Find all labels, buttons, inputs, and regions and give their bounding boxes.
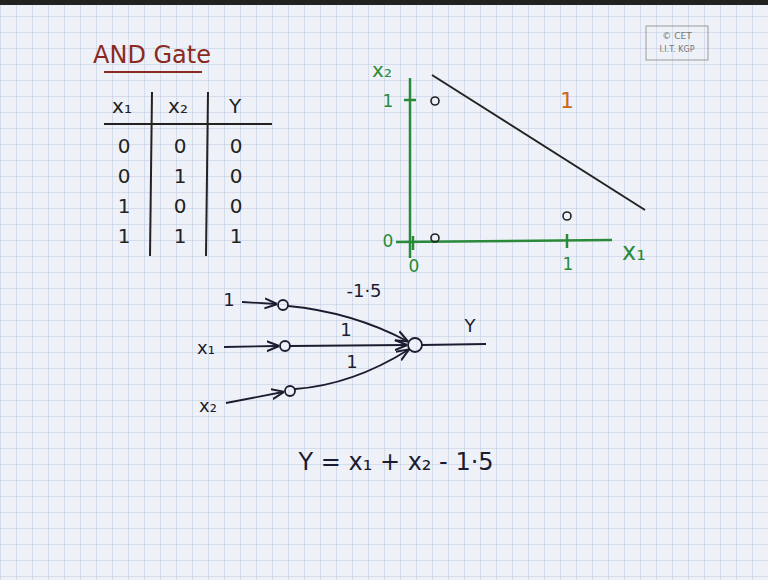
table-cell: 0 — [174, 195, 187, 217]
tick-label: 1 — [563, 255, 574, 274]
tick-label: 1 — [383, 92, 394, 111]
watermark: © CET — [662, 32, 691, 42]
watermark-box — [646, 26, 708, 60]
tick-label: 0 — [409, 257, 420, 276]
table-cell: 0 — [230, 135, 243, 157]
table-cell: 1 — [174, 165, 187, 187]
title-underline — [104, 71, 202, 73]
table-lines — [104, 92, 272, 256]
weight-label: 1 — [340, 320, 351, 340]
input-label: x₁ — [197, 338, 215, 358]
axis-label: x₁ — [622, 239, 646, 265]
input-label: x₂ — [199, 396, 217, 416]
point-label: 1 — [560, 89, 574, 113]
page-title: AND Gate — [93, 42, 211, 68]
table-header: Y — [229, 95, 241, 117]
weight-label: 1 — [346, 352, 357, 372]
table-cell: 1 — [174, 225, 187, 247]
tick-label: 0 — [383, 232, 394, 251]
perceptron-network — [224, 300, 486, 403]
table-cell: 0 — [118, 135, 131, 157]
page-edge — [0, 0, 768, 5]
axis-label: x₂ — [372, 59, 392, 81]
weight-label: -1·5 — [346, 281, 381, 301]
table-cell: 0 — [230, 165, 243, 187]
table-cell: 0 — [118, 165, 131, 187]
table-cell: 0 — [174, 135, 187, 157]
equation: Y = x₁ + x₂ - 1·5 — [298, 449, 493, 475]
table-cell: 1 — [230, 225, 243, 247]
table-cell: 1 — [118, 195, 131, 217]
watermark: I.I.T. KGP — [659, 46, 694, 55]
table-cell: 0 — [230, 195, 243, 217]
table-header: x₁ — [112, 95, 132, 117]
table-header: x₂ — [168, 95, 188, 117]
table-cell: 1 — [118, 225, 131, 247]
decision-line — [432, 75, 645, 210]
output-label: Y — [465, 316, 476, 336]
input-label: 1 — [223, 290, 234, 310]
